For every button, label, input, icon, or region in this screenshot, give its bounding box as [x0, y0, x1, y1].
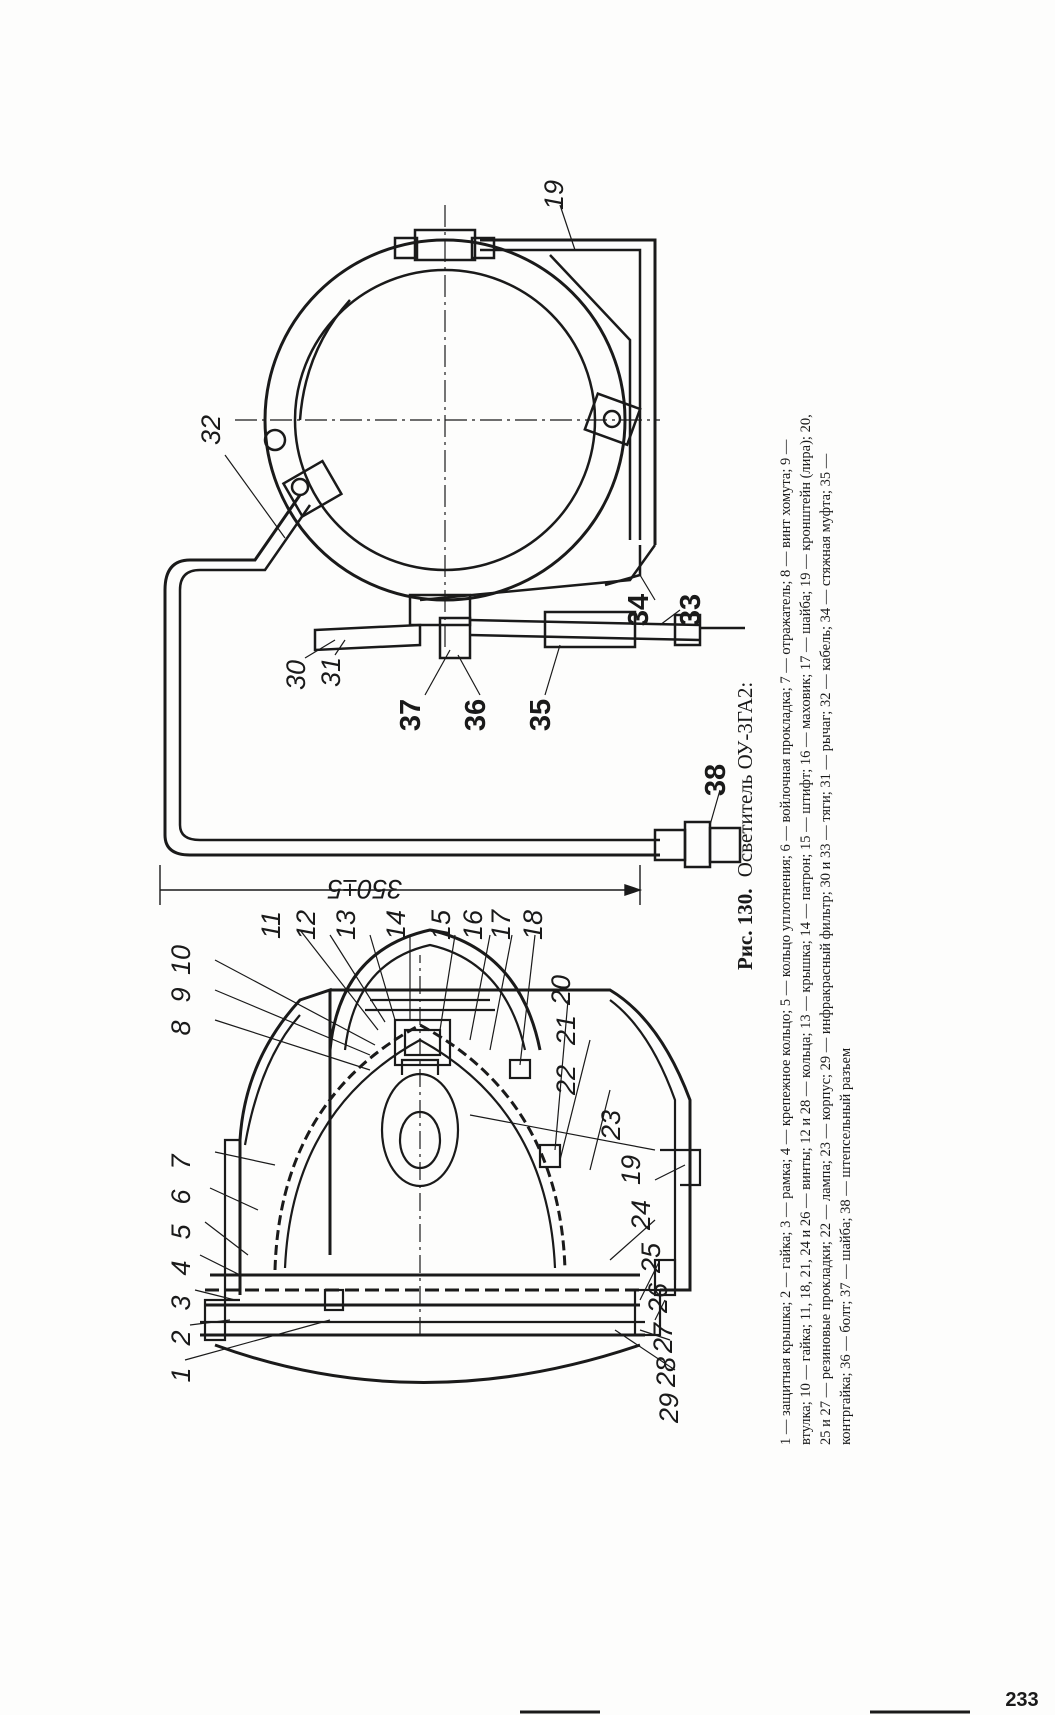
label-28: 28 — [651, 1357, 681, 1388]
caption-number: Рис. 130. — [733, 889, 757, 971]
label-33: 33 — [675, 594, 707, 626]
label-10: 10 — [166, 945, 196, 975]
label-15: 15 — [426, 909, 456, 940]
label-7: 7 — [166, 1154, 196, 1170]
sectional-view — [200, 928, 702, 1384]
label-12: 12 — [291, 910, 321, 940]
label-2: 2 — [166, 1330, 196, 1346]
caption-title: Осветитель ОУ-3ГА2: — [733, 682, 757, 878]
label-32: 32 — [196, 415, 226, 445]
side-view — [163, 205, 745, 869]
label-35: 35 — [525, 699, 557, 731]
label-4: 4 — [166, 1260, 196, 1275]
label-19-left: 19 — [616, 1155, 646, 1185]
label-25: 25 — [636, 1242, 666, 1274]
label-30: 30 — [281, 660, 311, 690]
label-38: 38 — [700, 764, 732, 796]
label-18: 18 — [518, 910, 548, 940]
label-29: 29 — [654, 1393, 684, 1424]
dimension-line — [159, 865, 643, 905]
label-22: 22 — [551, 1065, 581, 1096]
label-17: 17 — [486, 909, 516, 940]
label-14: 14 — [381, 910, 411, 940]
label-34: 34 — [623, 594, 655, 626]
svg-text:Рис. 130. Осветитель ОУ-: Рис. 130. Осветитель ОУ-3ГА2: — [733, 682, 757, 970]
legend-line-3: 25 и 27 — резиновые прокладки; 22 — ламп… — [818, 453, 834, 1445]
label-1: 1 — [166, 1367, 196, 1382]
label-11: 11 — [256, 911, 286, 939]
label-3: 3 — [166, 1295, 196, 1310]
label-20: 20 — [546, 975, 576, 1006]
label-6: 6 — [166, 1189, 196, 1205]
part-labels-right: 19 32 30 31 37 36 35 34 33 38 — [196, 180, 732, 796]
leader-lines-right — [224, 204, 721, 826]
label-26: 26 — [643, 1282, 673, 1314]
dimension-label: 350±5 — [327, 874, 403, 904]
legend-line-2: втулка; 10 — гайка; 11, 18, 21, 24 и 26 … — [798, 414, 814, 1445]
label-5: 5 — [166, 1224, 196, 1240]
part-labels-left: 1 2 3 4 5 6 7 8 9 10 11 12 13 14 15 16 1… — [166, 909, 684, 1424]
label-23: 23 — [596, 1110, 626, 1141]
label-31: 31 — [316, 657, 346, 687]
figure-caption: Рис. 130. Осветитель ОУ-3ГА2: 1 — защитн… — [733, 414, 854, 1445]
leader-lines-left — [184, 929, 686, 1371]
label-37: 37 — [395, 699, 427, 731]
label-21: 21 — [551, 1015, 581, 1046]
label-9: 9 — [166, 987, 196, 1002]
label-16: 16 — [458, 909, 488, 940]
page-number: 233 — [1005, 1689, 1038, 1711]
label-19-right: 19 — [539, 180, 569, 210]
label-27: 27 — [648, 1322, 678, 1354]
label-36: 36 — [460, 699, 492, 731]
legend-line-1: 1 — защитная крышка; 2 — гайка; 3 — рамк… — [778, 439, 794, 1445]
label-8: 8 — [166, 1020, 196, 1035]
legend-line-4: контргайка; 36 — болт; 37 — шайба; 38 — … — [838, 1048, 854, 1445]
label-13: 13 — [331, 910, 361, 940]
label-24: 24 — [626, 1200, 656, 1231]
